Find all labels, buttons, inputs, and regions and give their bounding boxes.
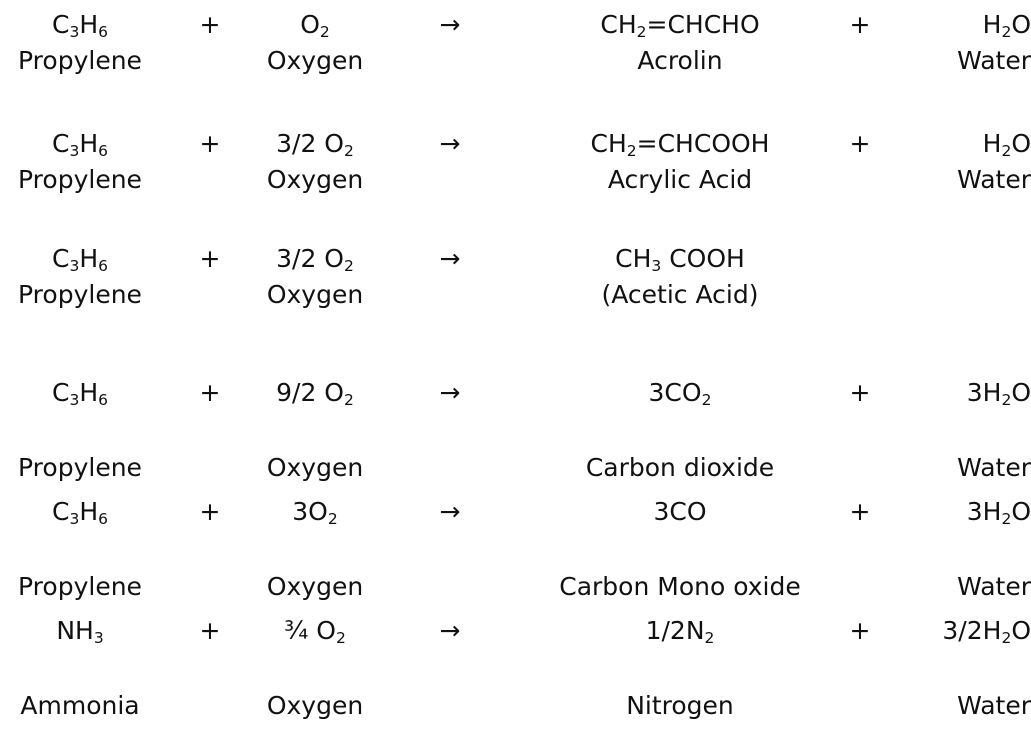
reactant-2-name: Oxygen xyxy=(266,691,364,720)
plus-sign: + xyxy=(199,616,221,645)
plus-sign: + xyxy=(849,497,871,526)
product-1-formula: CH3 COOH xyxy=(615,244,745,275)
product-2-formula: H2O xyxy=(982,10,1031,41)
plus-sign: + xyxy=(199,10,221,39)
product-1-name: Acrolin xyxy=(637,46,723,75)
product-1-name: Acrylic Acid xyxy=(607,165,753,194)
arrow-icon: → xyxy=(439,129,461,158)
reaction-2-names-row: Propylene Oxygen Acrylic Acid Water xyxy=(0,163,1031,197)
product-2-formula: 3/2H2O xyxy=(942,616,1031,647)
reactant-1-name: Propylene xyxy=(18,280,142,309)
reactant-1-formula: C3H6 xyxy=(51,378,109,409)
reactant-1-formula: C3H6 xyxy=(51,10,109,41)
product-1-formula: 3CO xyxy=(653,497,707,526)
reactant-1-formula: NH3 xyxy=(56,616,104,647)
product-2-name: Water xyxy=(957,453,1031,482)
product-1-formula: 1/2N2 xyxy=(645,616,715,647)
arrow-icon: → xyxy=(439,244,461,273)
plus-sign: + xyxy=(199,244,221,273)
plus-sign: + xyxy=(199,378,221,407)
reactant-2-formula: 9/2 O2 xyxy=(276,378,354,409)
arrow-icon: → xyxy=(439,497,461,526)
product-2-name: Water xyxy=(957,46,1031,75)
reactant-1-name: Propylene xyxy=(18,453,142,482)
reaction-1-formula-row: C3H6 + O2 → CH2=CHCHO + H2O xyxy=(0,8,1031,42)
plus-sign: + xyxy=(849,129,871,158)
reactant-1-formula: C3H6 xyxy=(51,497,109,528)
product-2-formula: H2O xyxy=(982,129,1031,160)
reactant-1-formula: C3H6 xyxy=(51,129,109,160)
product-2-name: Water xyxy=(957,691,1031,720)
reactant-2-formula: 3O2 xyxy=(292,497,338,528)
reactant-1-name: Propylene xyxy=(18,46,142,75)
reactant-2-name: Oxygen xyxy=(266,165,364,194)
product-2-name: Water xyxy=(957,165,1031,194)
reactant-2-formula: O2 xyxy=(300,10,330,41)
reaction-4-formula-row: C3H6 + 9/2 O2 → 3CO2 + 3H2O xyxy=(0,376,1031,410)
product-2-formula: 3H2O xyxy=(966,497,1031,528)
reactant-2-name: Oxygen xyxy=(266,280,364,309)
reactant-2-name: Oxygen xyxy=(266,453,364,482)
plus-sign: + xyxy=(849,378,871,407)
reactant-2-formula: 3/2 O2 xyxy=(276,129,354,160)
arrow-icon: → xyxy=(439,616,461,645)
reaction-3-names-row: Propylene Oxygen (Acetic Acid) xyxy=(0,278,1031,312)
reactant-1-name: Propylene xyxy=(18,165,142,194)
product-1-name: Carbon dioxide xyxy=(585,453,775,482)
product-2-formula: 3H2O xyxy=(966,378,1031,409)
arrow-icon: → xyxy=(439,10,461,39)
product-1-name: Carbon Mono oxide xyxy=(559,572,801,601)
reactant-2-name: Oxygen xyxy=(266,572,364,601)
plus-sign: + xyxy=(199,497,221,526)
plus-sign: + xyxy=(849,10,871,39)
product-1-formula: CH2=CHCOOH xyxy=(590,129,770,160)
reaction-6-names-row: Ammonia Oxygen Nitrogen Water xyxy=(0,689,1031,723)
product-2-name: Water xyxy=(957,572,1031,601)
product-1-formula: 3CO2 xyxy=(648,378,712,409)
plus-sign: + xyxy=(199,129,221,158)
reaction-1-names-row: Propylene Oxygen Acrolin Water xyxy=(0,44,1031,78)
product-1-formula: CH2=CHCHO xyxy=(600,10,760,41)
reactant-2-name: Oxygen xyxy=(266,46,364,75)
reaction-4-names-row: Propylene Oxygen Carbon dioxide Water xyxy=(0,451,1031,485)
reaction-3-formula-row: C3H6 + 3/2 O2 → CH3 COOH xyxy=(0,242,1031,276)
reactant-1-name: Propylene xyxy=(18,572,142,601)
reactant-1-name: Ammonia xyxy=(20,691,140,720)
reaction-2-formula-row: C3H6 + 3/2 O2 → CH2=CHCOOH + H2O xyxy=(0,127,1031,161)
reactant-2-formula: ¾ O2 xyxy=(284,616,346,647)
reaction-5-formula-row: C3H6 + 3O2 → 3CO + 3H2O xyxy=(0,495,1031,529)
reactant-1-formula: C3H6 xyxy=(51,244,109,275)
plus-sign: + xyxy=(849,616,871,645)
reaction-5-names-row: Propylene Oxygen Carbon Mono oxide Water xyxy=(0,570,1031,604)
reactant-2-formula: 3/2 O2 xyxy=(276,244,354,275)
arrow-icon: → xyxy=(439,378,461,407)
product-1-name: (Acetic Acid) xyxy=(601,280,759,309)
product-1-name: Nitrogen xyxy=(626,691,734,720)
reaction-6-formula-row: NH3 + ¾ O2 → 1/2N2 + 3/2H2O xyxy=(0,614,1031,648)
